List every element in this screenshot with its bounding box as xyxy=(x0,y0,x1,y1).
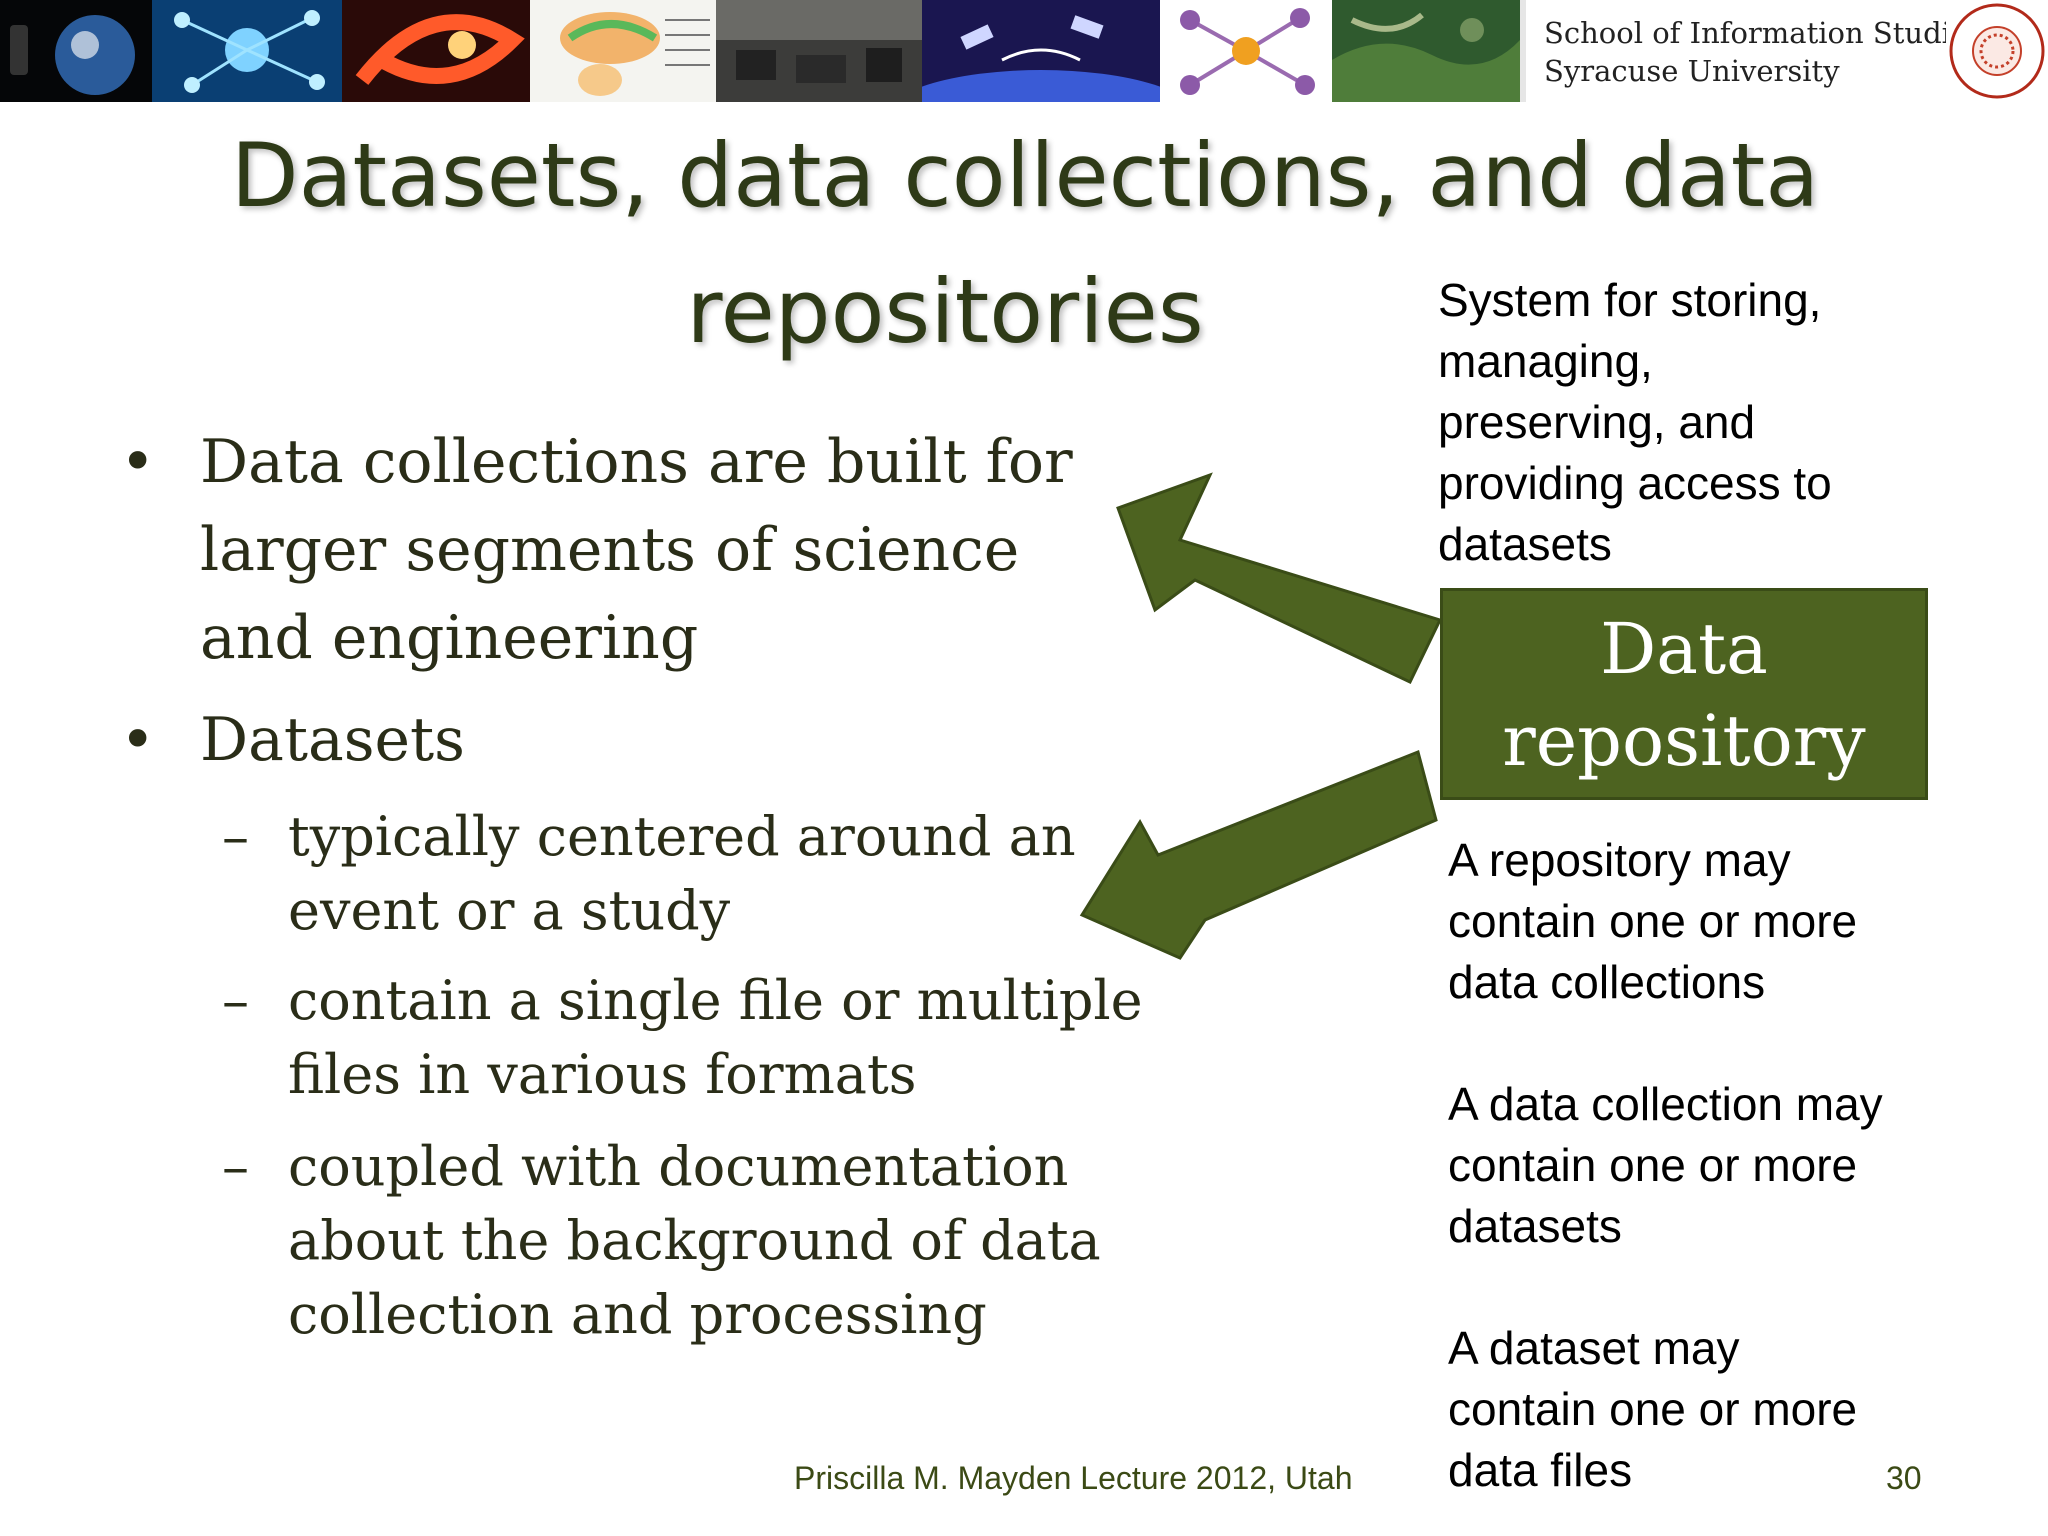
slide-title: Datasets, data collections, and data rep… xyxy=(150,108,1900,380)
subbullet-line: about the background of data xyxy=(288,1209,1101,1272)
definition-line: System for storing, xyxy=(1438,274,1822,326)
subbullet-dash: – xyxy=(222,1135,249,1198)
note-line: datasets xyxy=(1448,1200,1622,1252)
bullet-dot: • xyxy=(120,705,156,775)
repo-box-line: Data xyxy=(1600,608,1768,690)
note-line: A repository may xyxy=(1448,834,1791,886)
subbullet-line: files in various formats xyxy=(288,1043,917,1106)
definition-line: preserving, and xyxy=(1438,396,1756,448)
note-repository: A repository may contain one or more dat… xyxy=(1448,830,1857,1013)
subbullet-line: coupled with documentation xyxy=(288,1135,1069,1198)
note-line: contain one or more xyxy=(1448,895,1858,947)
banner-image-terrain xyxy=(1332,0,1520,102)
header-banner: School of Information Studies Syracuse U… xyxy=(0,0,2048,102)
footer-credit: Priscilla M. Mayden Lecture 2012, Utah xyxy=(794,1460,1353,1496)
page-number: 30 xyxy=(1886,1460,1922,1496)
bullet-data-collections: • Data collections are built for larger … xyxy=(120,418,1073,682)
arrow-to-datasets xyxy=(1079,749,1438,960)
banner-image-satellite xyxy=(922,0,1160,102)
note-dataset: A dataset may contain one or more data f… xyxy=(1448,1318,1857,1501)
banner-image-lab xyxy=(716,0,922,102)
repo-box-line: repository xyxy=(1502,700,1866,782)
affiliation-school: School of Information Studies xyxy=(1544,16,1983,50)
arrow-to-data-collections xyxy=(1116,472,1443,684)
subbullet-line: typically centered around an xyxy=(288,805,1076,868)
banner-image-swirl xyxy=(342,0,530,102)
note-line: A data collection may xyxy=(1448,1078,1883,1130)
bullet-dot: • xyxy=(120,427,156,497)
note-line: data collections xyxy=(1448,956,1766,1008)
bullet-line: Datasets xyxy=(200,705,465,775)
subbullet-line: collection and processing xyxy=(288,1283,987,1346)
subbullet-centered: – typically centered around an event or … xyxy=(222,800,1076,948)
subbullet-dash: – xyxy=(222,805,249,868)
bullet-line: Data collections are built for xyxy=(200,427,1073,497)
bullet-line: and engineering xyxy=(200,603,699,673)
definition-line: providing access to xyxy=(1438,457,1832,509)
subbullet-line: event or a study xyxy=(288,879,731,942)
subbullet-documentation: – coupled with documentation about the b… xyxy=(222,1130,1101,1352)
banner-image-earth xyxy=(0,0,152,102)
note-data-collection: A data collection may contain one or mor… xyxy=(1448,1074,1883,1257)
slide-title-line2: repositories xyxy=(686,260,1204,363)
affiliation-university: Syracuse University xyxy=(1544,54,1840,88)
bullet-datasets: • Datasets xyxy=(120,696,465,784)
note-line: A dataset may xyxy=(1448,1322,1740,1374)
banner-image-molecule xyxy=(1160,0,1332,102)
university-seal xyxy=(1946,0,2048,102)
note-line: contain one or more xyxy=(1448,1139,1858,1191)
note-line: contain one or more xyxy=(1448,1383,1858,1435)
bullet-line: larger segments of science xyxy=(200,515,1020,585)
repository-definition: System for storing, managing, preserving… xyxy=(1438,270,1832,575)
data-repository-box: Data repository xyxy=(1440,588,1928,800)
subbullet-dash: – xyxy=(222,969,249,1032)
slide-title-line1: Datasets, data collections, and data xyxy=(230,124,1820,227)
definition-line: managing, xyxy=(1438,335,1653,387)
subbullet-files: – contain a single file or multiple file… xyxy=(222,964,1143,1112)
definition-line: datasets xyxy=(1438,518,1612,570)
note-line: data files xyxy=(1448,1444,1633,1496)
banner-image-brain xyxy=(530,0,716,102)
banner-image-network xyxy=(152,0,342,102)
subbullet-line: contain a single file or multiple xyxy=(288,969,1143,1032)
affiliation-panel: School of Information Studies Syracuse U… xyxy=(1520,0,1983,102)
